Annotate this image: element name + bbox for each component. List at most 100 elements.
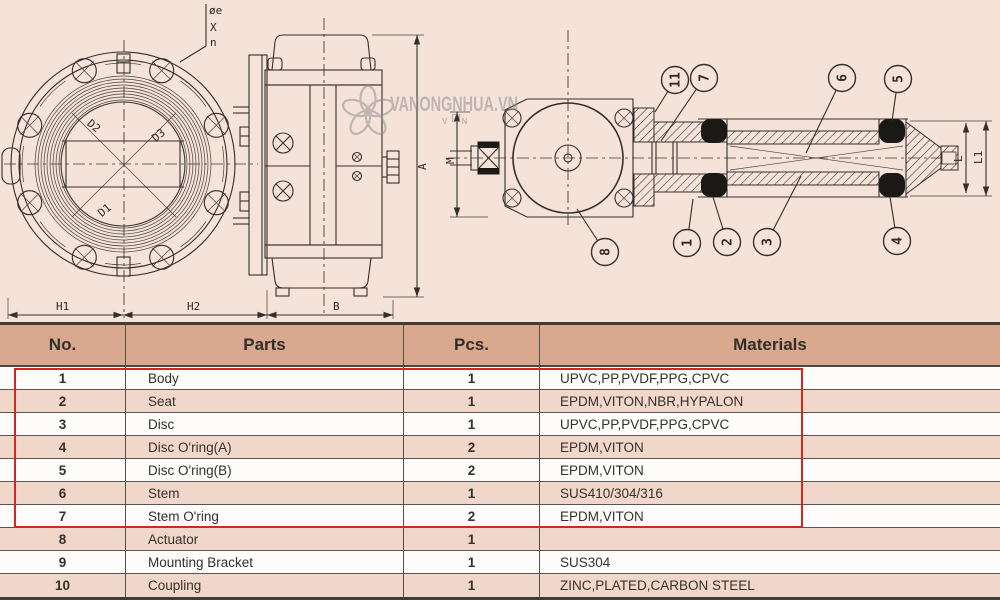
- coupling: [477, 141, 500, 175]
- cell-no: 1: [0, 367, 126, 389]
- table-row: 2 Seat 1 EPDM,VITON,NBR,HYPALON: [0, 390, 1000, 413]
- cell-material: EPDM,VITON: [560, 439, 644, 455]
- cell-pcs: 1: [404, 574, 540, 597]
- table-row: 7 Stem O'ring 2 EPDM,VITON: [0, 505, 1000, 528]
- col-header-parts: Parts: [126, 325, 404, 365]
- cell-no: 3: [0, 413, 126, 435]
- svg-text:6: 6: [836, 74, 851, 82]
- cell-part: Mounting Bracket: [126, 551, 404, 573]
- table-row: 6 Stem 1 SUS410/304/316: [0, 482, 1000, 505]
- technical-drawing: D2 D3 D1 øe X n: [1, 4, 992, 319]
- cell-no: 8: [0, 528, 126, 550]
- col-header-materials: Materials: [733, 335, 807, 354]
- cell-pcs: 1: [404, 482, 540, 504]
- section-view: L L1 11 7 6 5: [448, 30, 992, 267]
- cell-material: SUS410/304/316: [560, 485, 663, 501]
- bracket-screws: [502, 108, 634, 208]
- watermark-logo-icon: [341, 84, 395, 136]
- cell-no: 6: [0, 482, 126, 504]
- air-port-icon: [272, 132, 294, 202]
- cell-material: EPDM,VITON,NBR,HYPALON: [560, 393, 744, 409]
- callout-1: 1: [672, 228, 702, 258]
- svg-text:3: 3: [761, 238, 776, 246]
- callout-8: 8: [590, 237, 620, 267]
- svg-text:n: n: [210, 36, 217, 49]
- callout-5: 5: [883, 64, 913, 94]
- hole-note: øe X n: [179, 4, 222, 63]
- cell-part: Disc: [126, 413, 404, 435]
- svg-text:X: X: [210, 21, 217, 34]
- watermark: VANONGNHUA.VN V N: [341, 84, 518, 136]
- stem-end: [905, 121, 959, 195]
- cell-part: Coupling: [126, 574, 404, 597]
- cell-material: EPDM,VITON: [560, 462, 644, 478]
- svg-text:L: L: [952, 155, 965, 162]
- front-view: D2 D3 D1 øe X n: [1, 4, 258, 318]
- cell-pcs: 2: [404, 436, 540, 458]
- table-row: 10 Coupling 1 ZINC,PLATED,CARBON STEEL: [0, 574, 1000, 597]
- svg-text:11: 11: [669, 72, 684, 88]
- callout-2: 2: [712, 227, 742, 257]
- cell-part: Seat: [126, 390, 404, 412]
- cell-material: UPVC,PP,PVDF,PPG,CPVC: [560, 416, 730, 432]
- svg-text:øe: øe: [209, 4, 222, 17]
- cell-pcs: 2: [404, 505, 540, 527]
- cell-pcs: 2: [404, 459, 540, 481]
- svg-text:2: 2: [721, 238, 736, 246]
- callout-balloons: 11 7 6 5 8 1 2 3 4: [590, 63, 913, 267]
- cell-no: 7: [0, 505, 126, 527]
- parts-table-header: No. Parts Pcs. Materials: [0, 325, 1000, 367]
- cell-pcs: 1: [404, 413, 540, 435]
- cell-no: 9: [0, 551, 126, 573]
- cell-no: 10: [0, 574, 126, 597]
- table-row: 5 Disc O'ring(B) 2 EPDM,VITON: [0, 459, 1000, 482]
- svg-text:4: 4: [891, 237, 906, 245]
- cell-material: SUS304: [560, 554, 611, 570]
- callout-11: 11: [660, 65, 690, 95]
- cell-part: Body: [126, 367, 404, 389]
- o-rings: [701, 119, 905, 197]
- disc-section: [698, 118, 908, 198]
- cell-pcs: 1: [404, 390, 540, 412]
- dim-a: A: [372, 34, 429, 298]
- table-row: 3 Disc 1 UPVC,PP,PVDF,PPG,CPVC: [0, 413, 1000, 436]
- table-row: 4 Disc O'ring(A) 2 EPDM,VITON: [0, 436, 1000, 459]
- cell-material: ZINC,PLATED,CARBON STEEL: [560, 578, 755, 593]
- watermark-sub: V N: [442, 117, 473, 126]
- cell-no: 5: [0, 459, 126, 481]
- dim-b: B: [333, 300, 340, 313]
- dim-h2: H2: [187, 300, 200, 313]
- cell-no: 2: [0, 390, 126, 412]
- cell-material: UPVC,PP,PVDF,PPG,CPVC: [560, 370, 730, 386]
- callout-4: 4: [882, 226, 912, 256]
- dim-h1: H1: [56, 300, 69, 313]
- svg-text:L1: L1: [972, 151, 985, 164]
- cell-no: 4: [0, 436, 126, 458]
- bolt-holes: [17, 58, 229, 270]
- svg-text:1: 1: [681, 239, 696, 247]
- table-row: 8 Actuator 1: [0, 528, 1000, 551]
- table-row: 1 Body 1 UPVC,PP,PVDF,PPG,CPVC: [0, 367, 1000, 390]
- dim-bottom: H1 H2 B: [7, 290, 394, 319]
- callout-3: 3: [752, 227, 782, 257]
- parts-table: No. Parts Pcs. Materials 1 Body 1 UPVC,P…: [0, 322, 1000, 600]
- cell-material: EPDM,VITON: [560, 508, 644, 524]
- dim-l: L L1: [910, 120, 992, 197]
- svg-text:8: 8: [599, 248, 614, 256]
- side-view: A M: [233, 18, 488, 316]
- callout-7: 7: [689, 63, 719, 93]
- col-header-pcs: Pcs.: [404, 325, 540, 365]
- cell-part: Actuator: [126, 528, 404, 550]
- cell-part: Stem O'ring: [126, 505, 404, 527]
- callout-6: 6: [827, 63, 857, 93]
- cell-pcs: 1: [404, 528, 540, 550]
- svg-text:7: 7: [698, 74, 713, 82]
- table-row: 9 Mounting Bracket 1 SUS304: [0, 551, 1000, 574]
- svg-text:5: 5: [892, 75, 907, 83]
- svg-text:M: M: [444, 157, 457, 164]
- cell-pcs: 1: [404, 367, 540, 389]
- cell-part: Stem: [126, 482, 404, 504]
- cell-part: Disc O'ring(B): [126, 459, 404, 481]
- svg-text:A: A: [416, 163, 429, 170]
